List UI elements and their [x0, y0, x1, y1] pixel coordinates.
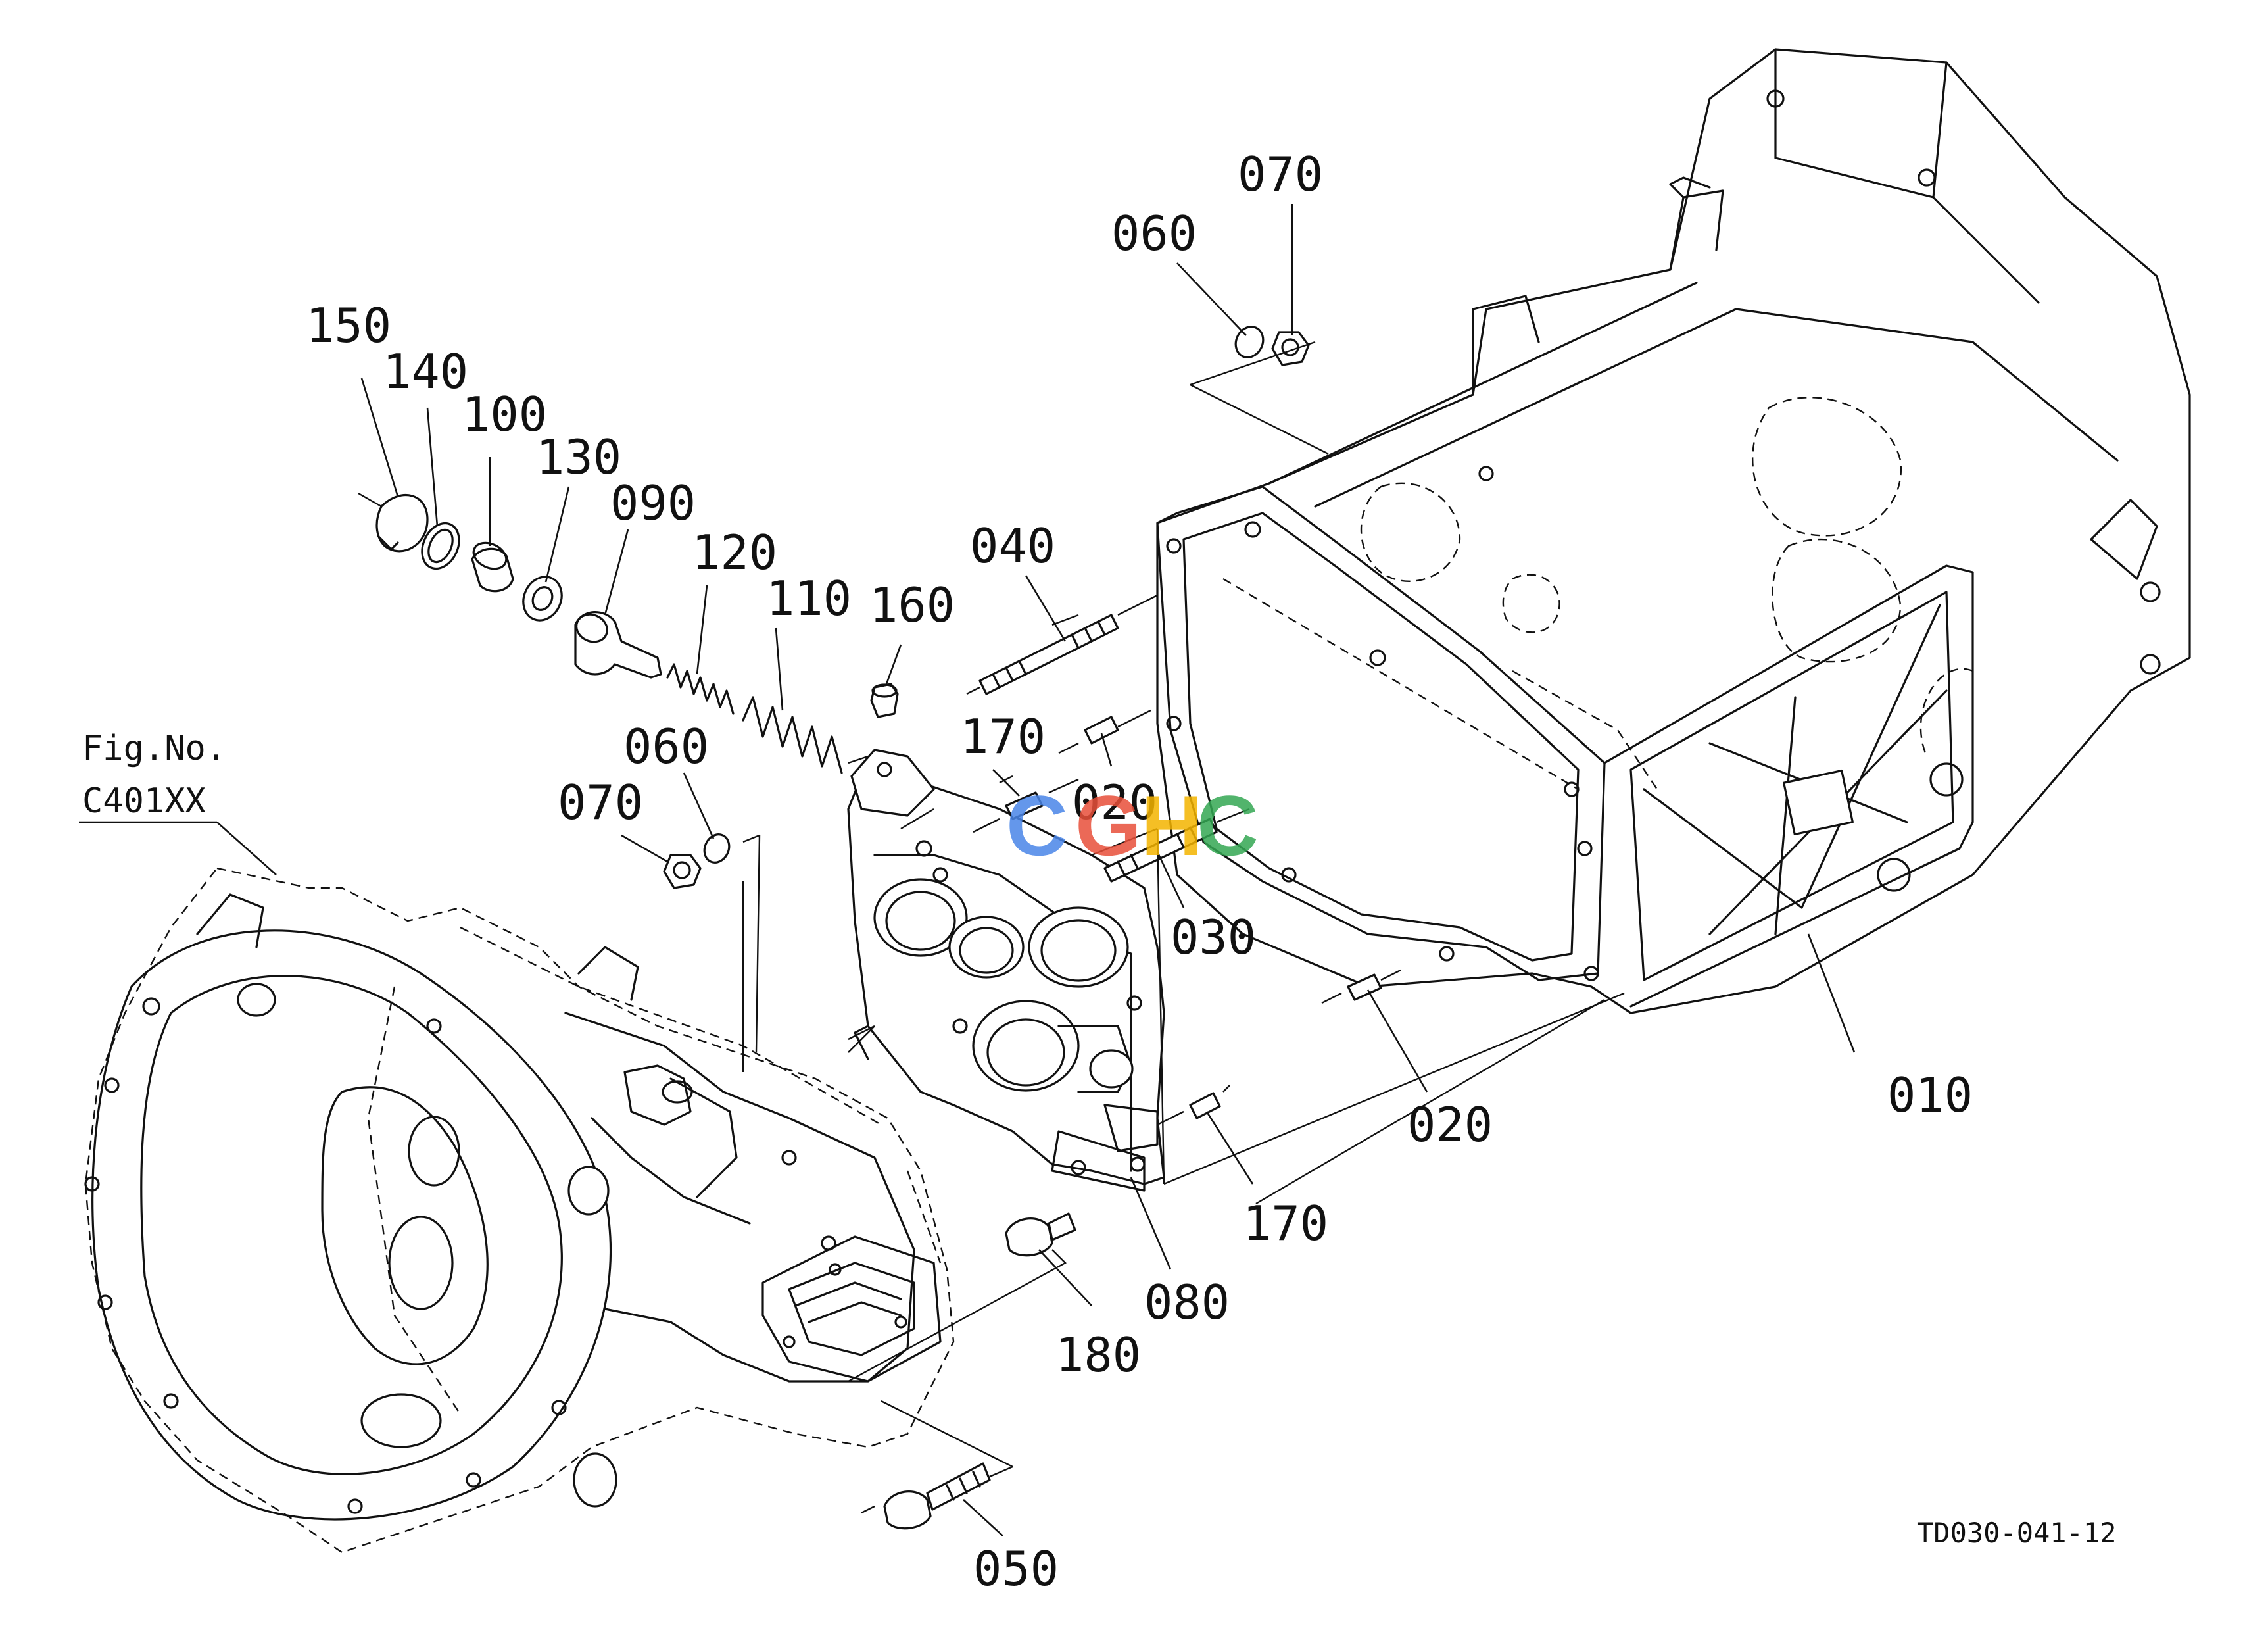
callout-060-upper: 060 [1111, 206, 1197, 261]
valve-assembly [375, 494, 899, 774]
figure-reference-number: C401XX [82, 781, 206, 821]
callout-050: 050 [973, 1541, 1059, 1596]
watermark-letter-4: C [1197, 777, 1259, 873]
drawing-code: TD030-041-12 [1917, 1517, 2116, 1549]
watermark-letter-1: C [1006, 777, 1068, 873]
figure-reference: Fig.No. C401XX [82, 729, 226, 821]
callout-120: 120 [692, 525, 777, 580]
callout-170-lower: 170 [1243, 1196, 1328, 1251]
callout-030: 030 [1170, 910, 1256, 965]
callout-040: 040 [970, 518, 1055, 574]
callout-060-lower: 060 [623, 719, 709, 774]
callout-110: 110 [766, 571, 852, 626]
assembly-reference-lines [358, 341, 1625, 1514]
fasteners [663, 326, 1382, 1530]
watermark-letter-2: G [1075, 777, 1142, 873]
callout-020-upper: 020 [1072, 775, 1157, 830]
callout-leaders [79, 204, 1856, 1536]
callout-070-upper: 070 [1238, 147, 1323, 202]
callout-180: 180 [1055, 1327, 1141, 1383]
callout-020-lower: 020 [1407, 1097, 1493, 1152]
front-cover-080 [847, 749, 1165, 1192]
callout-090: 090 [610, 476, 696, 531]
callout-070-lower: 070 [558, 775, 643, 830]
figure-reference-label: Fig.No. [82, 729, 226, 768]
callout-010: 010 [1887, 1068, 1973, 1123]
callout-080: 080 [1144, 1275, 1230, 1330]
callout-170-upper: 170 [960, 709, 1046, 764]
callout-130: 130 [536, 430, 621, 485]
callout-150: 150 [306, 298, 391, 353]
callout-100: 100 [462, 387, 547, 442]
watermark-letter-3: H [1141, 777, 1203, 873]
callout-140: 140 [383, 344, 468, 399]
callout-labels: 010 020 020 030 040 050 060 060 070 070 … [306, 147, 1973, 1596]
transmission-case-010 [1156, 48, 2191, 1014]
watermark-logo: C G H C [1006, 777, 1259, 873]
callout-160: 160 [869, 578, 955, 633]
clutch-housing-reference [84, 867, 955, 1554]
